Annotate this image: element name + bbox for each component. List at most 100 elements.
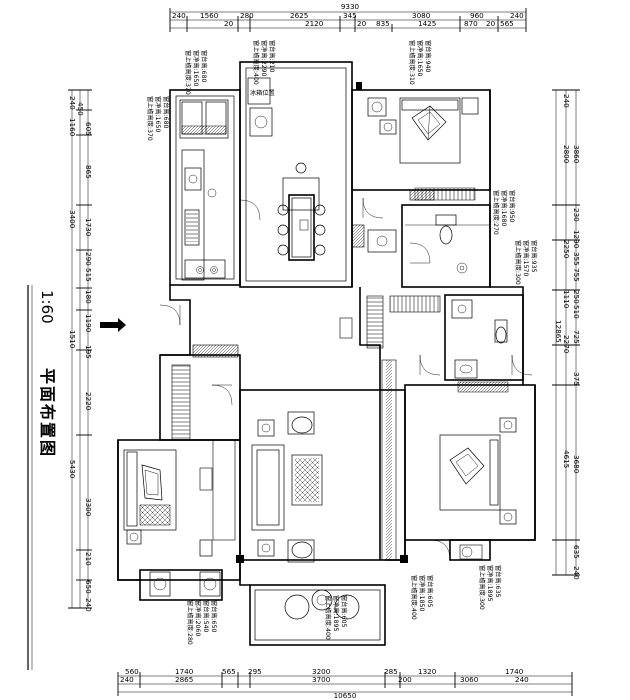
- dim-bottom-5: 285: [384, 667, 398, 676]
- dim-bottom2-0: 240: [120, 675, 134, 684]
- note-kitchen-0: 窗上檐高度:370: [146, 96, 154, 141]
- dim-top-4: 345: [343, 11, 357, 20]
- dim-left-2: 605: [84, 122, 93, 136]
- dim-bottom2-3: 200: [398, 675, 412, 684]
- note-living-1: 窗净高:1895: [332, 595, 340, 631]
- dim-top2-2: 20: [357, 19, 367, 28]
- dimension-text-bottom: 560 1740 565 295 3200 285 1320 1740 240 …: [120, 667, 529, 700]
- dim-left-11: 1510: [68, 330, 77, 349]
- note-kitchen-2: 窗台高:680: [162, 96, 170, 129]
- dimension-lines: [68, 8, 580, 696]
- dimension-text-left: 240 450 605 1160 865 3400 1730 290 515 1…: [68, 96, 93, 612]
- note-bedroom3-2: 窗台高:635: [494, 565, 502, 598]
- note-dining-0: 窗上檐高度:400: [252, 40, 260, 85]
- dim-top-5: 3080: [412, 11, 431, 20]
- living-room-furniture: [251, 411, 360, 620]
- dim-right-17: 635: [572, 545, 581, 559]
- dim-right-7: 755: [572, 268, 581, 282]
- dim-left-14: 5430: [68, 460, 77, 479]
- dim-right-16: 3680: [572, 455, 581, 474]
- dim-bottom-7: 1740: [505, 667, 524, 676]
- dim-left-15: 3300: [84, 498, 93, 517]
- dim-left-4: 865: [84, 165, 93, 179]
- drawing-title: 平面布置图: [38, 368, 57, 458]
- dim-left-0: 240: [68, 96, 77, 110]
- note-bath1-2: 窗台高:950: [508, 190, 516, 223]
- title-block: 1:60 平面布置图: [27, 285, 57, 670]
- note-bath2-1: 窗净高:1570: [522, 240, 530, 276]
- dim-top-7: 240: [510, 11, 524, 20]
- left-bedroom-furniture: [123, 449, 221, 597]
- dim-bottom-0: 560: [125, 667, 139, 676]
- dim-right-9: 1110: [562, 290, 571, 309]
- right-bedroom-furniture: [439, 417, 517, 525]
- dining-table-set: [277, 162, 326, 261]
- walls: [117, 61, 536, 646]
- dim-total-top: 9330: [341, 2, 360, 11]
- master-bedroom-furniture: [367, 97, 479, 201]
- dim-right-1: 2800: [562, 145, 571, 164]
- dim-right-11: 510: [572, 305, 581, 319]
- scale-label: 1:60: [38, 290, 56, 324]
- dim-left-8: 515: [84, 268, 93, 282]
- dim-bottom2-2: 3700: [312, 675, 331, 684]
- dim-left-6: 1730: [84, 218, 93, 237]
- dim-right-8: 250: [572, 290, 581, 304]
- note-balcony-1: 窗净高:2060: [194, 600, 202, 636]
- note-bedroom2-1: 窗净高:1850: [418, 575, 426, 611]
- dim-right-10: 12865: [554, 320, 563, 343]
- note-bedroom3-0: 窗上檐高度:300: [478, 565, 486, 610]
- dim-bottom-2: 565: [222, 667, 236, 676]
- note-bedroom1-2: 窗台高:940: [424, 40, 432, 73]
- dim-left-7: 290: [84, 252, 93, 266]
- dimension-text-right: 240 2800 3860 2250 230 1290 355 755 250 …: [554, 94, 581, 580]
- dim-bottom-3: 295: [248, 667, 262, 676]
- note-living-2: 窗台高:605: [340, 595, 348, 628]
- window-notes: 窗上檐高度:370 窗净高:1650 窗台高:680 窗上檐高度:370 窗净高…: [146, 40, 538, 645]
- dim-top2-1: 2120: [305, 19, 324, 28]
- dimension-text-top: 9330 240 1560 280 2625 345 3080 960 240 …: [172, 2, 524, 28]
- dim-top-3: 2625: [290, 11, 308, 20]
- dim-top2-0: 20: [224, 19, 234, 28]
- note-bath1-0: 窗上檐高度:270: [492, 190, 500, 235]
- note-bath1-1: 窗净高:1680: [500, 190, 508, 226]
- note-bedroom1-0: 窗上檐高度:310: [408, 40, 416, 85]
- dim-top-0: 240: [172, 11, 186, 20]
- note-kitchen-top-0: 窗上檐高度:370: [184, 50, 192, 95]
- note-balcony-3: 窗台高:650: [210, 600, 218, 633]
- note-bedroom2-0: 窗上檐高度:400: [410, 575, 418, 620]
- note-kitchen-1: 窗净高:1650: [154, 96, 162, 132]
- note-bedroom1-1: 窗净高:1650: [416, 40, 424, 76]
- note-bedroom2-2: 窗台高:605: [426, 575, 434, 608]
- dim-top2-4: 1425: [418, 19, 436, 28]
- note-living-0: 窗上檐高度:400: [324, 595, 332, 640]
- dim-right-14: 2270: [562, 335, 571, 354]
- note-kitchen-top-2: 窗台高:680: [200, 50, 208, 83]
- note-balcony-0: 窗上檐高度:280: [186, 600, 194, 645]
- note-bedroom3-1: 窗净高:1895: [486, 565, 494, 601]
- doors: [159, 197, 533, 561]
- dim-top-6: 960: [470, 11, 484, 20]
- dim-right-0: 240: [562, 94, 571, 108]
- dim-left-16: 210: [84, 552, 93, 566]
- dim-top2-3: 835: [376, 19, 390, 28]
- dim-right-2: 3860: [572, 145, 581, 164]
- dim-left-5: 3400: [68, 210, 77, 229]
- dim-bottom-6: 1320: [418, 667, 437, 676]
- dim-right-5: 1290: [572, 230, 581, 249]
- dim-left-12: 195: [84, 345, 93, 359]
- wardrobes: [171, 295, 483, 560]
- note-dining-1: 窗净高:2290: [260, 40, 268, 76]
- dim-right-3: 2250: [562, 240, 571, 259]
- note-bath2-0: 窗上檐高度:300: [514, 240, 522, 285]
- dim-bottom2-5: 240: [515, 675, 529, 684]
- dim-bottom-4: 3200: [312, 667, 331, 676]
- dim-bottom2-1: 2865: [175, 675, 193, 684]
- dim-right-6: 355: [572, 252, 581, 266]
- dim-top2-7: 565: [500, 19, 514, 28]
- dim-right-15: 4615: [562, 450, 571, 468]
- dim-total-bottom: 10650: [334, 691, 357, 700]
- dim-left-3: 1160: [68, 118, 77, 137]
- dim-bottom2-4: 3060: [460, 675, 479, 684]
- dim-left-10: 1190: [84, 314, 93, 333]
